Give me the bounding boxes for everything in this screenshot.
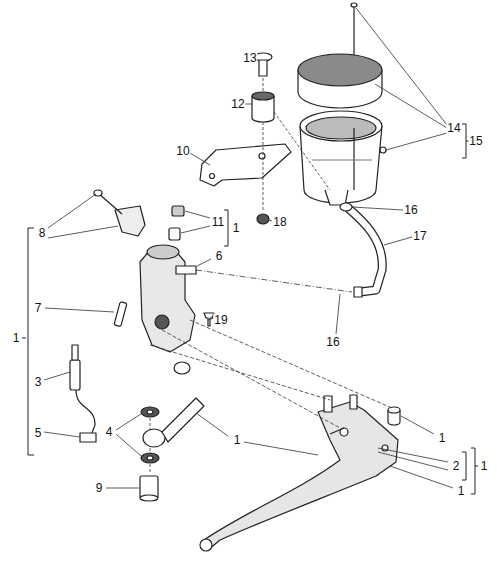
cap xyxy=(172,206,184,216)
callout-number: 1 xyxy=(232,222,241,235)
callout-number: 16 xyxy=(403,204,418,217)
callout-number: 1 xyxy=(233,434,242,447)
cap-top xyxy=(298,54,382,86)
adjuster-pin xyxy=(350,395,357,409)
reservoir-inner xyxy=(306,117,376,139)
callout-number: 1 xyxy=(438,432,447,445)
master-cylinder xyxy=(140,250,195,352)
callout-number: 5 xyxy=(34,427,43,440)
callout-number: 8 xyxy=(38,227,47,240)
reservoir-rim xyxy=(300,111,382,141)
fill-line xyxy=(312,159,372,160)
grommet-top xyxy=(252,92,274,100)
callout-number: 4 xyxy=(105,426,114,439)
nipple xyxy=(176,266,196,274)
bleed-valve xyxy=(169,228,180,240)
lever-tip xyxy=(200,539,212,551)
bushing-top xyxy=(388,407,400,413)
callout-number: 14 xyxy=(446,122,461,135)
screw xyxy=(353,128,354,190)
callout-number: 19 xyxy=(213,314,228,327)
hose-inner xyxy=(348,208,382,292)
screw-head xyxy=(351,3,357,7)
wire xyxy=(76,390,95,438)
lever xyxy=(204,402,398,550)
switch-plunger xyxy=(72,345,78,360)
callout-number: 2 xyxy=(452,460,461,473)
callout-number: 7 xyxy=(34,302,43,315)
clamp xyxy=(115,206,145,236)
clamp-bolt xyxy=(98,193,122,214)
washer-hole xyxy=(147,410,153,414)
callout-number: 1 xyxy=(457,485,466,498)
washer xyxy=(141,407,159,417)
clip xyxy=(340,203,352,211)
connector xyxy=(80,433,96,442)
callout-number: 18 xyxy=(272,216,287,229)
switch xyxy=(70,360,80,390)
callout-number: 12 xyxy=(230,98,245,111)
leader-lines xyxy=(44,8,453,488)
callout-number: 16 xyxy=(325,336,340,349)
hose-end xyxy=(162,398,204,442)
hose xyxy=(348,208,382,292)
callout-number: 9 xyxy=(95,482,104,495)
group-brackets xyxy=(22,124,478,494)
callout-number: 11 xyxy=(211,216,225,229)
cylinder-top xyxy=(147,245,179,259)
callout-number: 3 xyxy=(34,376,43,389)
grommet xyxy=(257,214,269,224)
callout-number: 10 xyxy=(175,145,190,158)
bolt-head xyxy=(140,495,158,501)
bracket-hole xyxy=(259,153,265,159)
callout-number: 1 xyxy=(480,460,489,473)
small-screw xyxy=(380,147,386,153)
callout-number: 15 xyxy=(468,135,483,148)
bolt-head xyxy=(94,190,102,196)
washer xyxy=(141,453,159,463)
bracket-hole xyxy=(210,174,215,179)
bracket xyxy=(200,144,291,186)
washer-hole xyxy=(147,456,153,460)
callout-number: 1 xyxy=(12,332,21,345)
pivot-bore xyxy=(155,315,169,329)
clip xyxy=(354,287,362,297)
callout-number: 6 xyxy=(215,250,224,263)
callout-number: 17 xyxy=(412,230,427,243)
spring xyxy=(330,428,344,434)
callout-number: 13 xyxy=(242,52,257,65)
pin xyxy=(114,302,127,327)
bolt-shank xyxy=(259,60,267,76)
seal xyxy=(174,362,190,374)
